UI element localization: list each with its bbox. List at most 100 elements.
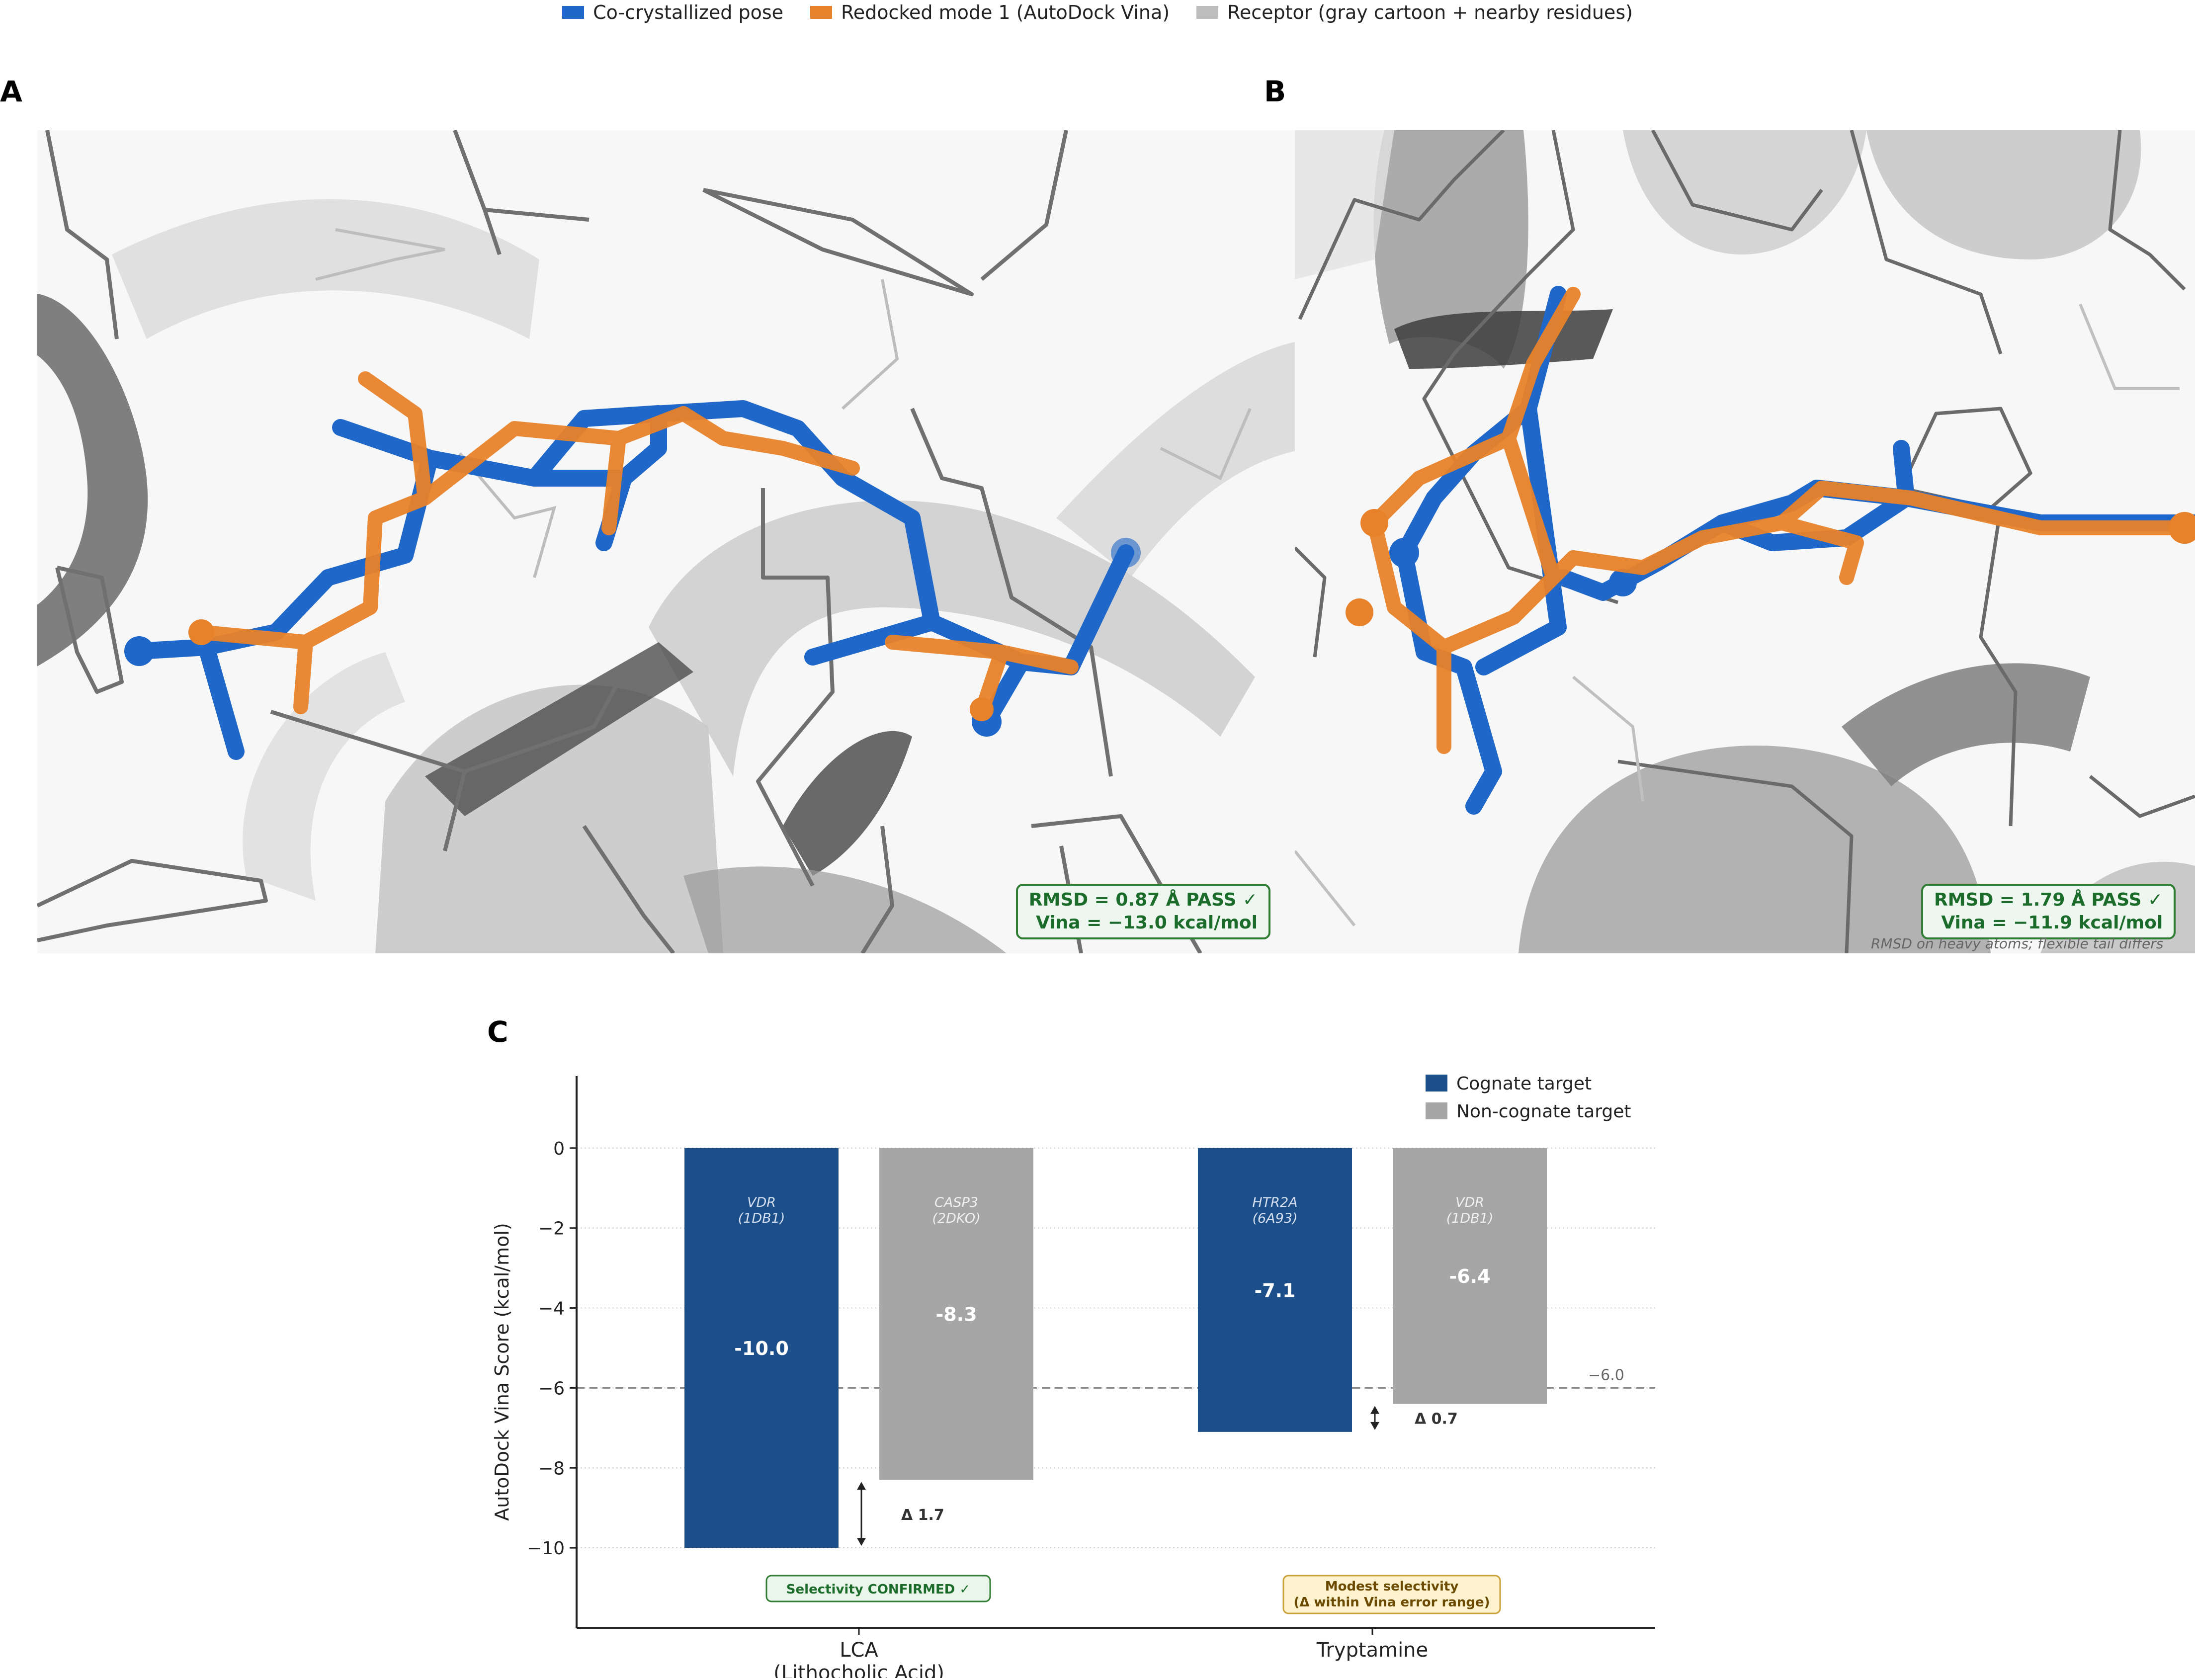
helix-ribbon xyxy=(1519,745,1991,953)
chart-legend-swatch xyxy=(1426,1102,1447,1119)
panel-b-molecular-view xyxy=(1295,130,2195,953)
residue-stick xyxy=(45,130,119,339)
ligand-bond xyxy=(885,635,1079,674)
bar-value-label: -7.1 xyxy=(1254,1279,1295,1301)
residue-stick xyxy=(756,488,835,887)
legend-swatch xyxy=(1196,6,1219,19)
helix-ribbon xyxy=(37,294,148,667)
receptor-cartoon xyxy=(1295,130,2195,953)
y-axis-label: AutoDock Vina Score (kcal/mol) xyxy=(491,1223,513,1520)
ligand-atom xyxy=(970,697,994,721)
helix-ribbon xyxy=(683,866,1007,953)
ligand-bond xyxy=(601,431,626,535)
residue-stick xyxy=(2079,303,2180,390)
legend-label: Receptor (gray cartoon + nearby residues… xyxy=(1227,1,1633,23)
residue-stick xyxy=(860,826,894,953)
verdict-badge xyxy=(1282,1575,1501,1614)
threshold-label: −6.0 xyxy=(1588,1366,1624,1384)
residue-stick xyxy=(582,825,675,953)
chart-legend-label: Non-cognate target xyxy=(1456,1101,1631,1122)
residue-stick xyxy=(1651,130,1823,232)
redocked-ligand xyxy=(194,371,1079,719)
residue-stick xyxy=(1295,546,1327,658)
delta-arrowhead xyxy=(857,1482,866,1490)
bar-cognate-target xyxy=(684,1148,839,1548)
helix-ribbon xyxy=(243,652,405,901)
panel-a-molecular-view xyxy=(37,130,1295,953)
bar-value-label: -10.0 xyxy=(734,1338,789,1359)
delta-arrowhead xyxy=(1370,1422,1379,1430)
panel-b-score-box: RMSD = 1.79 Å PASS ✓ Vina = −11.9 kcal/m… xyxy=(1921,884,2176,939)
receptor-residues-faded xyxy=(1295,303,2180,926)
residue-stick xyxy=(1617,759,1854,953)
legend-item-co-crystallized: Co-crystallized pose xyxy=(562,1,783,23)
ligand-bond xyxy=(418,406,860,505)
ligand-atom xyxy=(2169,512,2195,544)
bar-value-label: -8.3 xyxy=(935,1304,977,1326)
bar-target-label: VDR(1DB1) xyxy=(1446,1195,1494,1226)
helix-ribbon xyxy=(1623,130,1866,254)
panel-a-rmsd: RMSD = 0.87 Å PASS ✓ xyxy=(1028,890,1258,910)
residue-stick xyxy=(1160,408,1252,481)
ligand-atom xyxy=(1389,538,1419,568)
sheet-arrow xyxy=(783,731,912,876)
delta-label: Δ 0.7 xyxy=(1415,1411,1458,1428)
residue-stick xyxy=(2108,130,2186,291)
bar-non-cognate-target xyxy=(1393,1148,1547,1404)
residue-stick xyxy=(1850,130,2003,355)
redocked-atoms xyxy=(188,619,994,721)
ligand-bond xyxy=(1555,480,2195,601)
y-tick-label: −6 xyxy=(538,1378,565,1399)
ligand-bond xyxy=(194,371,432,714)
bar-target-label: VDR(1DB1) xyxy=(738,1195,785,1226)
ligand-atom xyxy=(188,619,214,645)
bar-value-label: -6.4 xyxy=(1449,1265,1490,1287)
delta-arrowhead xyxy=(1370,1406,1379,1414)
helix-ribbon xyxy=(112,199,539,339)
co-crystallized-ligand xyxy=(1396,286,2195,815)
figure-legend: Co-crystallized pose Redocked mode 1 (Au… xyxy=(0,0,2195,25)
redocked-atoms xyxy=(1346,509,2195,626)
legend-item-receptor: Receptor (gray cartoon + nearby residues… xyxy=(1196,1,1633,23)
ligand-atom xyxy=(124,636,154,666)
chart-legend-label: Cognate target xyxy=(1456,1074,1592,1094)
y-tick-label: 0 xyxy=(553,1139,565,1159)
residue-stick xyxy=(1979,507,2018,827)
legend-swatch xyxy=(562,6,585,19)
bar-non-cognate-target xyxy=(879,1148,1033,1480)
helix-ribbon xyxy=(1866,130,2141,259)
co-crystallized-atoms xyxy=(124,538,1141,737)
receptor-cartoon xyxy=(37,199,1295,953)
helix-ribbon xyxy=(1056,341,1295,578)
ligand-bond xyxy=(1436,431,1561,655)
legend-label: Co-crystallized pose xyxy=(593,1,783,23)
panel-b-footnote: RMSD on heavy atoms; flexible tail diffe… xyxy=(1871,935,2164,952)
ligand-bond xyxy=(1546,481,2187,585)
legend-swatch xyxy=(810,6,832,19)
residue-stick xyxy=(980,130,1068,281)
delta-arrowhead xyxy=(857,1538,866,1546)
legend-item-redocked: Redocked mode 1 (AutoDock Vina) xyxy=(810,1,1170,23)
residue-stick xyxy=(1295,850,1356,926)
residue-stick xyxy=(270,671,626,851)
residue-stick xyxy=(910,408,1113,777)
bar-target-label: CASP3(2DKO) xyxy=(932,1195,980,1226)
ligand-atom xyxy=(1111,538,1141,568)
residue-stick xyxy=(315,228,445,281)
ligand-atom xyxy=(1346,598,1373,626)
residue-stick xyxy=(453,130,590,255)
bar-cognate-target xyxy=(1198,1148,1352,1432)
panel-a-vina: Vina = −13.0 kcal/mol xyxy=(1036,913,1258,933)
helix-ribbon xyxy=(1295,130,1394,279)
panel-b-rmsd: RMSD = 1.79 Å PASS ✓ xyxy=(1934,890,2163,910)
panel-b-vina: Vina = −11.9 kcal/mol xyxy=(1941,913,2163,933)
verdict-badge xyxy=(765,1575,991,1602)
redocked-ligand xyxy=(1367,287,2187,754)
y-tick-label: −2 xyxy=(538,1219,565,1239)
verdict-label: Modest selectivity(Δ within Vina error r… xyxy=(1293,1579,1490,1610)
y-tick-label: −4 xyxy=(538,1299,565,1319)
residue-stick xyxy=(2089,775,2195,818)
bar-target-label: HTR2A(6A93) xyxy=(1252,1195,1297,1226)
